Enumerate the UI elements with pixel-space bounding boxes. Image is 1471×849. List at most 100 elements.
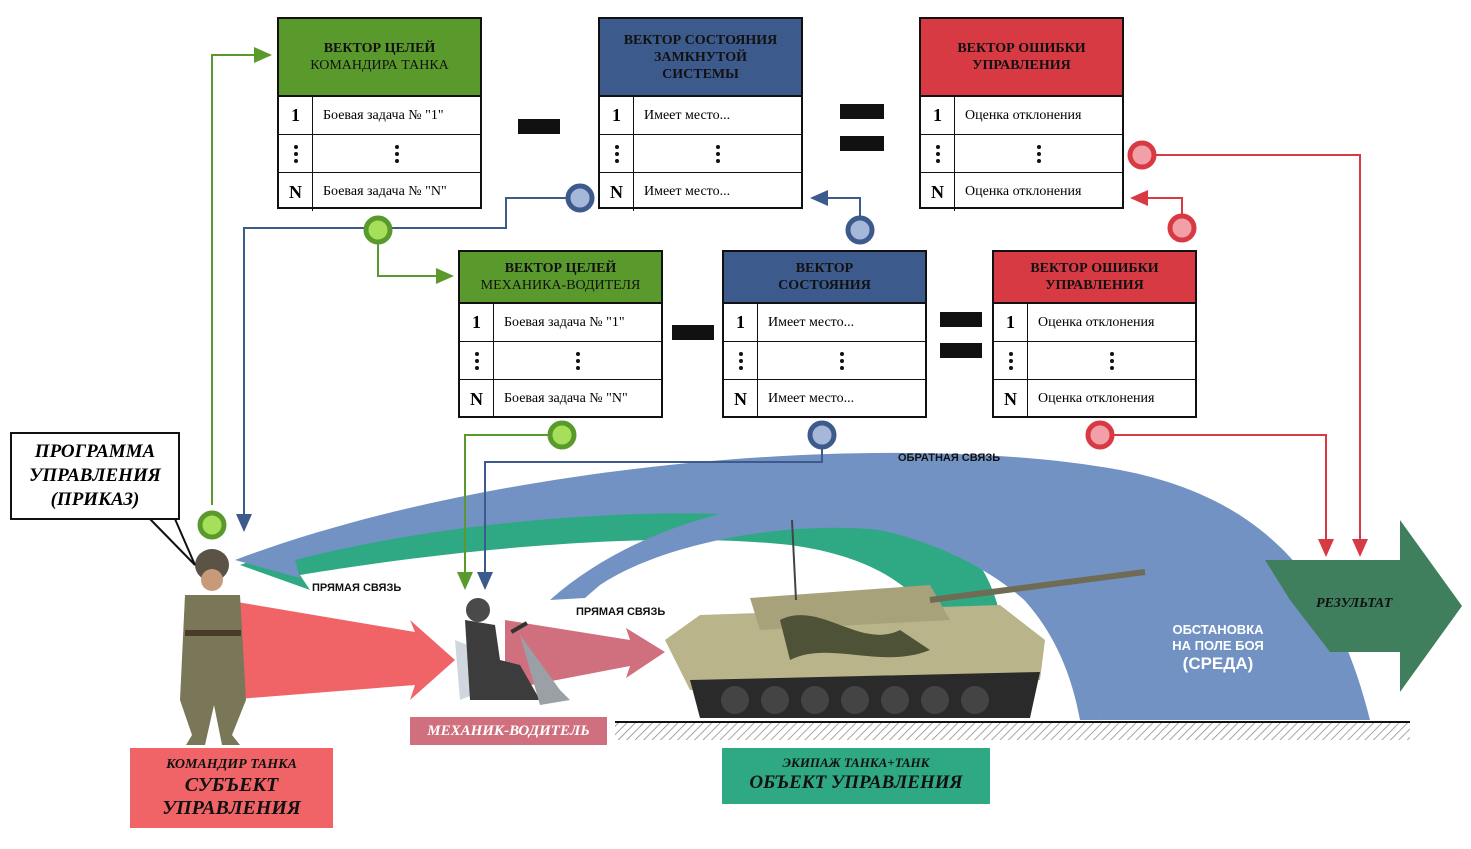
- box-subtitle: УПРАВЛЕНИЯ: [972, 58, 1071, 73]
- result-label: РЕЗУЛЬТАТ: [1316, 596, 1393, 611]
- dots-icon: [758, 342, 925, 379]
- red-line-top-to-result: [1142, 154, 1368, 557]
- row-index: N: [279, 173, 313, 211]
- driver-figure: [455, 598, 570, 705]
- callout-tail: [147, 518, 196, 566]
- row-text: Имеет место...: [768, 391, 855, 406]
- row-index: 1: [460, 304, 494, 341]
- box-title: ВЕКТОР: [795, 261, 854, 276]
- dots-icon: [955, 135, 1122, 172]
- environment-line-2: НА ПОЛЕ БОЯ: [1172, 638, 1264, 653]
- dots-icon: [279, 135, 313, 172]
- node-green-mid: [547, 420, 577, 450]
- object-plate: ЭКИПАЖ ТАНКА+ТАНК ОБЪЕКТ УПРАВЛЕНИЯ: [722, 748, 990, 804]
- box-title: ВЕКТОР СОСТОЯНИЯ: [623, 32, 778, 48]
- plate-line-2: ОБЪЕКТ УПРАВЛЕНИЯ: [749, 772, 963, 793]
- equals-operator-top-b: [840, 136, 884, 151]
- box-subtitle: УПРАВЛЕНИЯ: [1045, 278, 1144, 293]
- box-subtitle: МЕХАНИКА-ВОДИТЕЛЯ: [480, 278, 641, 293]
- row-text: Боевая задача № "N": [504, 391, 628, 406]
- plate-line-3: УПРАВЛЕНИЯ: [162, 797, 301, 819]
- green-line-commander: [211, 47, 272, 505]
- minus-operator-top: [518, 119, 560, 134]
- dots-icon: [1028, 342, 1195, 379]
- dots-icon: [724, 342, 758, 379]
- dots-icon: [494, 342, 661, 379]
- row-index: N: [994, 380, 1028, 418]
- node-blue-top-left: [565, 183, 595, 213]
- driver-plate: МЕХАНИК-ВОДИТЕЛЬ: [410, 717, 607, 745]
- node-red-top: [1127, 140, 1157, 170]
- dots-icon: [600, 135, 634, 172]
- row-text: Имеет место...: [644, 107, 731, 123]
- box-subtitle: ЗАМКНУТОЙ: [654, 49, 747, 65]
- row-index: N: [724, 380, 758, 418]
- dots-icon: [460, 342, 494, 379]
- node-red-mid: [1085, 420, 1115, 450]
- row-text: Оценка отклонения: [965, 184, 1082, 199]
- plate-line-1: ЭКИПАЖ ТАНКА+ТАНК: [782, 755, 930, 770]
- row-text: Имеет место...: [644, 184, 731, 199]
- row-text: Боевая задача № "N": [323, 184, 447, 199]
- box-title: ВЕКТОР ОШИБКИ: [957, 41, 1086, 56]
- row-text: Оценка отклонения: [1038, 391, 1155, 406]
- row-text: Оценка отклонения: [965, 107, 1082, 123]
- blue-feedback-arc-inner: [550, 498, 1100, 720]
- ground-hatch: [615, 722, 1410, 740]
- row-text: Оценка отклонения: [1038, 314, 1155, 330]
- row-text: Имеет место...: [768, 314, 855, 330]
- callout-line-2: УПРАВЛЕНИЯ: [29, 465, 161, 486]
- blue-feedback-arc: [235, 452, 1370, 720]
- minus-operator-mid: [672, 325, 714, 340]
- dots-icon: [313, 135, 480, 172]
- commander-figure: [180, 549, 246, 745]
- plate-line-1: МЕХАНИК-ВОДИТЕЛЬ: [427, 723, 590, 739]
- teal-feedback-arc: [240, 488, 1020, 700]
- row-text: Боевая задача № "1": [323, 107, 444, 123]
- box-subtitle: СОСТОЯНИЯ: [778, 278, 871, 293]
- feedback-label: ОБРАТНАЯ СВЯЗЬ: [898, 452, 1001, 464]
- plate-line-2: СУБЪЕКТ: [184, 774, 279, 796]
- blue-line-commander: [236, 197, 582, 532]
- row-text: Боевая задача № "1": [504, 314, 625, 330]
- row-index: N: [600, 173, 634, 211]
- equals-operator-mid-a: [940, 312, 982, 327]
- box-title: ВЕКТОР ЦЕЛЕЙ: [323, 41, 436, 56]
- row-index: 1: [600, 97, 634, 134]
- row-index: 1: [921, 97, 955, 134]
- node-green-commander: [197, 510, 227, 540]
- dots-icon: [994, 342, 1028, 379]
- row-index: 1: [279, 97, 313, 134]
- box-subtitle-2: СИСТЕМЫ: [662, 66, 739, 82]
- direct-link-label-2: ПРЯМАЯ СВЯЗЬ: [576, 606, 666, 618]
- callout-line-3: (ПРИКАЗ): [50, 489, 140, 510]
- node-red-mid-right: [1167, 213, 1197, 243]
- node-blue-mid: [807, 420, 837, 450]
- callout-line-1: ПРОГРАММА: [34, 441, 156, 462]
- row-index: 1: [724, 304, 758, 341]
- tank-figure: [665, 519, 1146, 718]
- environment-label: ОБСТАНОВКА НА ПОЛЕ БОЯ (СРЕДА): [1148, 622, 1288, 674]
- node-blue-top-right: [845, 215, 875, 245]
- row-index: N: [921, 173, 955, 211]
- green-line-driver: [457, 434, 562, 590]
- command-cone: [225, 600, 455, 700]
- equals-operator-top-a: [840, 104, 884, 119]
- row-index: N: [460, 380, 494, 418]
- red-line-mid-to-result: [1100, 434, 1334, 557]
- dots-icon: [634, 135, 801, 172]
- node-green-top: [363, 215, 393, 245]
- plate-line-1: КОМАНДИР ТАНКА: [166, 757, 297, 772]
- environment-line-3: (СРЕДА): [1182, 654, 1254, 673]
- environment-line-1: ОБСТАНОВКА: [1172, 622, 1264, 637]
- box-title: ВЕКТОР ЦЕЛЕЙ: [504, 261, 617, 276]
- equals-operator-mid-b: [940, 343, 982, 358]
- control-program-callout: ПРОГРАММА УПРАВЛЕНИЯ (ПРИКАЗ): [10, 432, 180, 520]
- box-subtitle: КОМАНДИРА ТАНКА: [310, 58, 449, 73]
